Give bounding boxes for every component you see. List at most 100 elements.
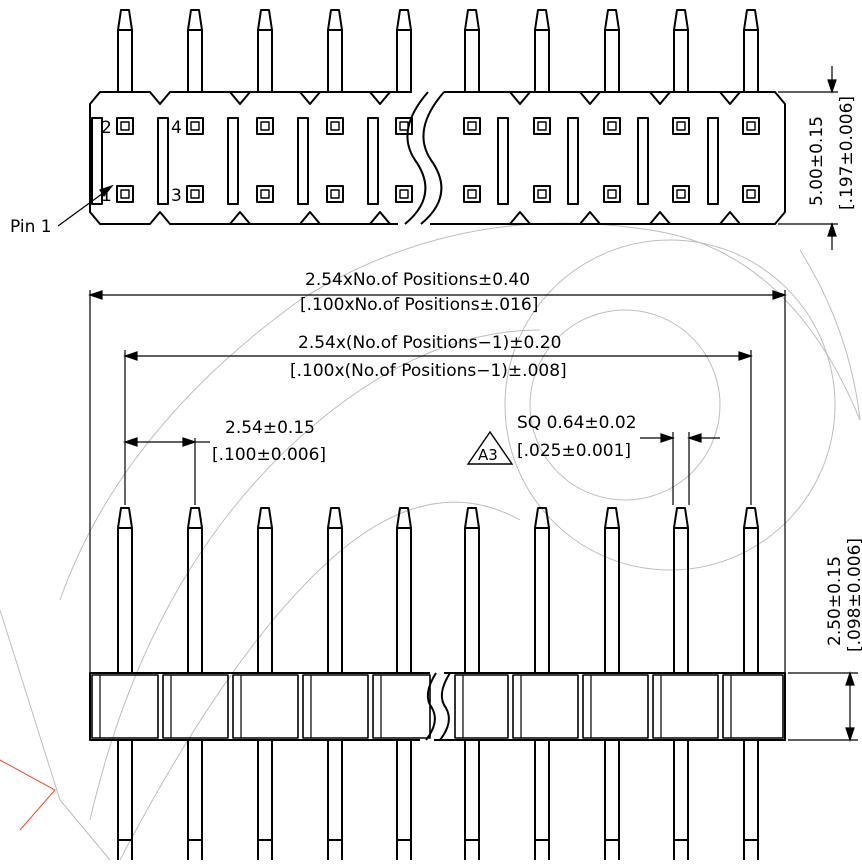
top-square-pins — [116, 117, 760, 203]
square-pin-inner-7-2 — [537, 189, 547, 199]
front-body-left — [89, 672, 430, 741]
square-pin-1-1 — [116, 117, 134, 135]
insulator-cell-9 — [652, 674, 719, 739]
square-pin-9-1 — [672, 117, 690, 135]
square-pin-inner-7-1 — [537, 121, 547, 131]
pin-size-mm: SQ 0.64±0.02 — [517, 413, 637, 433]
square-pin-10-1 — [742, 117, 760, 135]
front-break-line-a — [425, 672, 437, 741]
top-pin-5 — [396, 9, 412, 92]
square-pin-4-2 — [326, 185, 344, 203]
bottom-notch-4 — [509, 211, 531, 225]
bottom-notch-6 — [649, 211, 671, 225]
top-view — [89, 9, 786, 225]
square-pin-6-1 — [463, 117, 481, 135]
front-body-right — [434, 672, 786, 741]
top-notch-4 — [509, 91, 531, 105]
square-pin-5-2 — [395, 185, 413, 203]
square-pin-1-2 — [116, 185, 134, 203]
top-height-dimension — [778, 66, 838, 250]
front-pin-10 — [743, 507, 759, 673]
top-pin-1 — [117, 9, 133, 92]
insulator-cell-7 — [512, 674, 579, 739]
top-body-right — [430, 91, 786, 225]
front-pin-4 — [327, 507, 343, 673]
insulator-cell-8 — [582, 674, 649, 739]
square-pin-3-1 — [256, 117, 274, 135]
square-pin-inner-4-1 — [330, 121, 340, 131]
insulator-cell-2 — [162, 674, 229, 739]
square-pin-7-2 — [533, 185, 551, 203]
bottom-pin-6 — [464, 740, 480, 860]
top-pin-3 — [257, 9, 273, 92]
top-break-line-a — [404, 91, 429, 225]
note-flag: A3 — [478, 446, 498, 464]
square-pin-2-2 — [186, 185, 204, 203]
bottom-notch-5 — [579, 211, 601, 225]
pitch-in: [.100±0.006] — [212, 445, 326, 465]
bottom-pin-2 — [187, 740, 203, 860]
front-pin-2 — [187, 507, 203, 673]
square-pin-6-2 — [463, 185, 481, 203]
front-pin-7 — [534, 507, 550, 673]
top-pin-8 — [604, 9, 620, 92]
square-pin-inner-1-1 — [120, 121, 130, 131]
front-view — [89, 507, 786, 860]
top-pin-10 — [743, 9, 759, 92]
square-pin-inner-6-2 — [467, 189, 477, 199]
insulator-cell-3 — [232, 674, 299, 739]
slot-1 — [91, 117, 103, 205]
square-pin-3-2 — [256, 185, 274, 203]
bottom-pin-8 — [604, 740, 620, 860]
square-pin-7-1 — [533, 117, 551, 135]
span-mm: 2.54x(No.of Positions−1)±0.20 — [298, 333, 561, 353]
top-notch-7 — [719, 91, 741, 105]
top-notch-6 — [649, 91, 671, 105]
top-body-notches — [229, 91, 741, 225]
square-pin-inner-6-1 — [467, 121, 477, 131]
slot-8 — [637, 117, 649, 205]
watermark — [0, 222, 861, 861]
slot-6 — [497, 117, 509, 205]
front-break-line-b — [439, 672, 451, 741]
pin1-label: Pin 1 — [10, 217, 52, 237]
front-pin-5 — [396, 507, 412, 673]
top-height-mm: 5.00±0.15 — [807, 116, 827, 206]
front-pin-8 — [604, 507, 620, 673]
pin-number-4: 4 — [171, 118, 182, 138]
top-break-line-b — [420, 91, 445, 225]
slot-3 — [227, 117, 239, 205]
pin-number-2: 2 — [101, 118, 112, 138]
bottom-pin-9 — [673, 740, 689, 860]
insulator-cell-4 — [302, 674, 369, 739]
front-pin-3 — [257, 507, 273, 673]
top-view-pins — [117, 9, 759, 92]
bottom-pin-3 — [257, 740, 273, 860]
top-body-slots — [91, 117, 719, 205]
top-pin-6 — [464, 9, 480, 92]
square-pin-inner-9-2 — [676, 189, 686, 199]
square-pin-inner-2-1 — [190, 121, 200, 131]
top-notch-3 — [369, 91, 391, 105]
pin-number-1: 1 — [101, 186, 112, 206]
insulator-cell-6 — [454, 674, 509, 739]
bottom-pin-1 — [117, 740, 133, 860]
bottom-notch-7 — [719, 211, 741, 225]
pin-number-3: 3 — [171, 186, 182, 206]
pitch-mm: 2.54±0.15 — [225, 418, 315, 438]
bottom-pin-5 — [396, 740, 412, 860]
top-notch-1 — [229, 91, 251, 105]
insulator-height-in: [.098±0.006] — [845, 538, 862, 652]
watermark-accent — [0, 759, 56, 831]
insulator-cell-10 — [722, 674, 784, 739]
square-pin-inner-4-2 — [330, 189, 340, 199]
top-notch-5 — [579, 91, 601, 105]
slot-2 — [157, 117, 169, 205]
top-pin-4 — [327, 9, 343, 92]
span-in: [.100x(No.of Positions−1)±.008] — [290, 361, 567, 381]
square-pin-inner-8-1 — [607, 121, 617, 131]
square-pin-8-1 — [603, 117, 621, 135]
front-pin-1 — [117, 507, 133, 673]
square-pin-inner-10-2 — [746, 189, 756, 199]
